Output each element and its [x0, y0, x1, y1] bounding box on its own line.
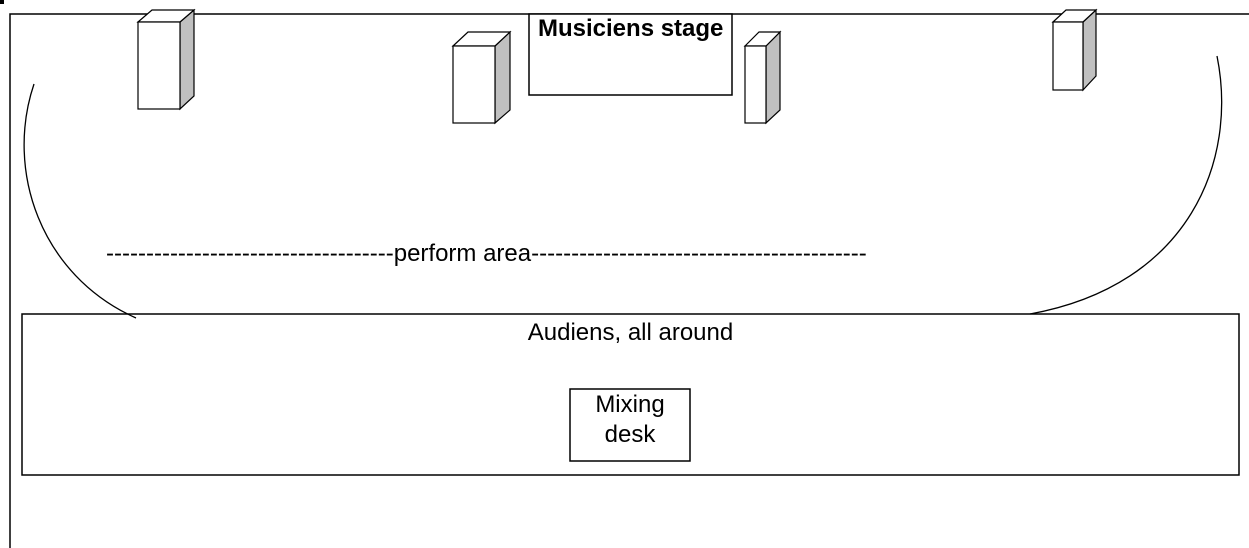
perform-area-right-arc	[1029, 55, 1223, 315]
stage-box	[528, 13, 733, 96]
perform-area-dashes-right: ----------------------------------------…	[531, 240, 867, 267]
perform-area-label: ------------------------------------perf…	[106, 239, 1146, 269]
perform-area-dashes-left: ------------------------------------	[106, 240, 394, 267]
stage-label: Musiciens stage	[538, 15, 724, 42]
perform-area-left-arc	[23, 83, 137, 319]
perform-area-text: perform area	[393, 240, 532, 267]
mixing-desk-label: Mixing desk	[595, 391, 665, 448]
speaker-right-inner	[743, 30, 782, 125]
audience-area-box	[21, 313, 1240, 476]
speaker-left-outer	[136, 8, 196, 111]
speaker-left-inner	[451, 30, 512, 125]
corner-mark	[0, 0, 4, 4]
mixing-desk-box	[569, 388, 691, 462]
audience-label: Audiens, all around	[527, 319, 734, 346]
venue-outline	[9, 13, 1249, 548]
speaker-right-outer	[1051, 8, 1098, 92]
